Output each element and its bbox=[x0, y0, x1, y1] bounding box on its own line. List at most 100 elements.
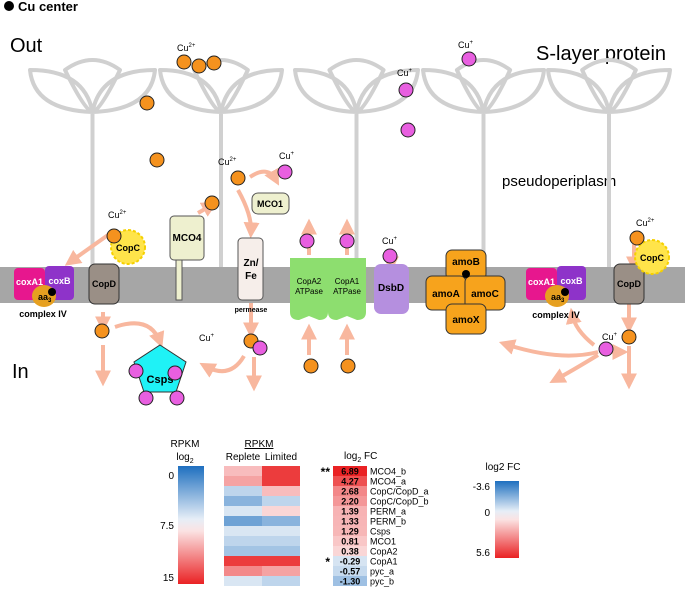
csps-label: Csps bbox=[147, 374, 174, 386]
mco1 bbox=[251, 192, 290, 215]
ion-labels: Cu2+ Cu+ Cu+ Cu2+ Cu+ Cu2+ Cu+ Cu2+ Cu+ … bbox=[108, 40, 655, 343]
copa1-label-2: ATPase bbox=[333, 287, 361, 296]
copd-left-label: CopD bbox=[92, 279, 116, 289]
fc-heatmap: 6.894.272.682.201.391.331.290.810.38-0.2… bbox=[333, 466, 367, 587]
permease-cu2-arrow bbox=[236, 189, 260, 239]
rpkm-cell-replete-8 bbox=[224, 546, 262, 556]
fc-tick-1: 0 bbox=[484, 508, 490, 519]
amo-complex bbox=[425, 249, 506, 335]
fc-cell-3 bbox=[333, 496, 367, 506]
rpkm-cell-replete-11 bbox=[224, 576, 262, 586]
copa2-atpase bbox=[290, 258, 328, 320]
rpkm-cell-replete-7 bbox=[224, 536, 262, 546]
rpkm-cell-replete-6 bbox=[224, 526, 262, 536]
rpkm-cell-replete-9 bbox=[224, 556, 262, 566]
gene-label-4: PERM_a bbox=[370, 507, 406, 517]
cu-center-legend: Cu center bbox=[4, 0, 78, 14]
cu1-ion-6 bbox=[382, 248, 398, 264]
fc-cell-9 bbox=[333, 556, 367, 566]
significance-marker-0: ** bbox=[321, 465, 331, 479]
cu2-ion-2 bbox=[206, 55, 222, 71]
amob-label: amoB bbox=[452, 257, 480, 268]
complex-iv-left-label: complex IV bbox=[19, 309, 67, 319]
fc-value-4: 1.39 bbox=[341, 507, 359, 517]
heatmap-panel: RPKM log2 0 7.5 15 RPKM Replete Limited … bbox=[160, 439, 520, 587]
dsbd bbox=[374, 264, 409, 314]
fc-value-9: -0.29 bbox=[340, 557, 361, 567]
copa2-label-1: CopA2 bbox=[297, 277, 322, 286]
mco4-label: MCO4 bbox=[173, 233, 202, 244]
cu1-ion-12 bbox=[598, 341, 614, 357]
znfe-label-2: Fe bbox=[245, 271, 257, 282]
rpkm-tick-2: 15 bbox=[163, 573, 175, 584]
gene-label-9: CopA1 bbox=[370, 557, 398, 567]
fc-cell-0 bbox=[333, 466, 367, 476]
cu1-ion-9 bbox=[128, 363, 144, 379]
rpkm-cell-limited-3 bbox=[262, 496, 300, 506]
fc-value-5: 1.33 bbox=[341, 517, 359, 527]
in-to-coxb-arrow bbox=[565, 307, 596, 347]
cu1-label-in-right: Cu+ bbox=[602, 332, 618, 342]
gene-label-6: Csps bbox=[370, 527, 391, 537]
gene-label-11: pyc_b bbox=[370, 577, 394, 587]
rpkm-cell-replete-5 bbox=[224, 516, 262, 526]
s-layer-label: S-layer protein bbox=[536, 43, 666, 65]
cu2-ion-5 bbox=[204, 195, 220, 211]
to-csps-arrow bbox=[114, 321, 165, 349]
rpkm-cell-limited-0 bbox=[262, 466, 300, 476]
fc-cell-6 bbox=[333, 526, 367, 536]
rpkm-cell-limited-2 bbox=[262, 486, 300, 496]
s-layer-protein-4 bbox=[421, 58, 546, 270]
cu-center-label: Cu center bbox=[18, 0, 78, 14]
mco1-label: MCO1 bbox=[257, 199, 283, 209]
cu2-ion-4 bbox=[149, 152, 165, 168]
significance-marker-9: * bbox=[325, 555, 330, 569]
cu1-ion-10 bbox=[138, 390, 154, 406]
fc-tick-0: -3.6 bbox=[473, 482, 491, 493]
replete-header: Replete bbox=[226, 452, 261, 463]
cu2-ion-1 bbox=[191, 58, 207, 74]
gene-label-1: MCO4_a bbox=[370, 477, 406, 487]
rpkm-cell-limited-11 bbox=[262, 576, 300, 586]
gene-label-2: CopC/CopD_a bbox=[370, 487, 429, 497]
rpkm-scale-title: RPKM bbox=[171, 439, 200, 450]
aa3-left-cu-center-icon bbox=[48, 288, 56, 296]
cu2-label-copc-left: Cu2+ bbox=[108, 210, 127, 220]
aa3-left-label: aa3 bbox=[38, 292, 52, 304]
csps bbox=[133, 344, 187, 393]
permease-label: permease bbox=[235, 307, 268, 314]
fc-cell-7 bbox=[333, 536, 367, 546]
fc-value-0: 6.89 bbox=[341, 467, 359, 477]
amoa-label: amoA bbox=[432, 289, 460, 300]
out-label: Out bbox=[10, 35, 43, 57]
complex-iv-right-label: complex IV bbox=[532, 310, 580, 320]
gene-label-3: CopC/CopD_b bbox=[370, 497, 429, 507]
fc-tick-2: 5.6 bbox=[476, 548, 490, 559]
znfe-permease bbox=[237, 237, 264, 301]
mco4 bbox=[169, 215, 205, 261]
fc-scale-title: log2 FC bbox=[485, 462, 520, 473]
amox-label: amoX bbox=[452, 315, 480, 326]
copc-left-label: CopC bbox=[116, 243, 140, 253]
cu2-ion-8 bbox=[94, 323, 110, 339]
copper-ions bbox=[94, 51, 645, 406]
rpkm-header: RPKM bbox=[245, 439, 274, 450]
rpkm-cell-replete-4 bbox=[224, 506, 262, 516]
cu1-ion-11 bbox=[169, 390, 185, 406]
rpkm-cell-limited-1 bbox=[262, 476, 300, 486]
rpkm-cell-limited-9 bbox=[262, 556, 300, 566]
fc-value-2: 2.68 bbox=[341, 487, 359, 497]
cu2-ion-10 bbox=[303, 358, 319, 374]
fc-value-10: -0.57 bbox=[340, 567, 361, 577]
limited-header: Limited bbox=[265, 452, 297, 463]
cu2-ion-13 bbox=[629, 230, 645, 246]
cu2-ion-0 bbox=[176, 54, 192, 70]
complex-iv-left: coxA1 coxB aa3 complex IV bbox=[14, 266, 74, 319]
cu1-label-in-left: Cu+ bbox=[199, 333, 215, 343]
fc-value-8: 0.38 bbox=[341, 547, 359, 557]
fc-value-11: -1.30 bbox=[340, 577, 361, 587]
cu1-ion-1 bbox=[398, 82, 414, 98]
mco1-arrow bbox=[248, 167, 280, 186]
rpkm-cell-limited-5 bbox=[262, 516, 300, 526]
rpkm-scale-log2: log2 bbox=[176, 452, 193, 465]
